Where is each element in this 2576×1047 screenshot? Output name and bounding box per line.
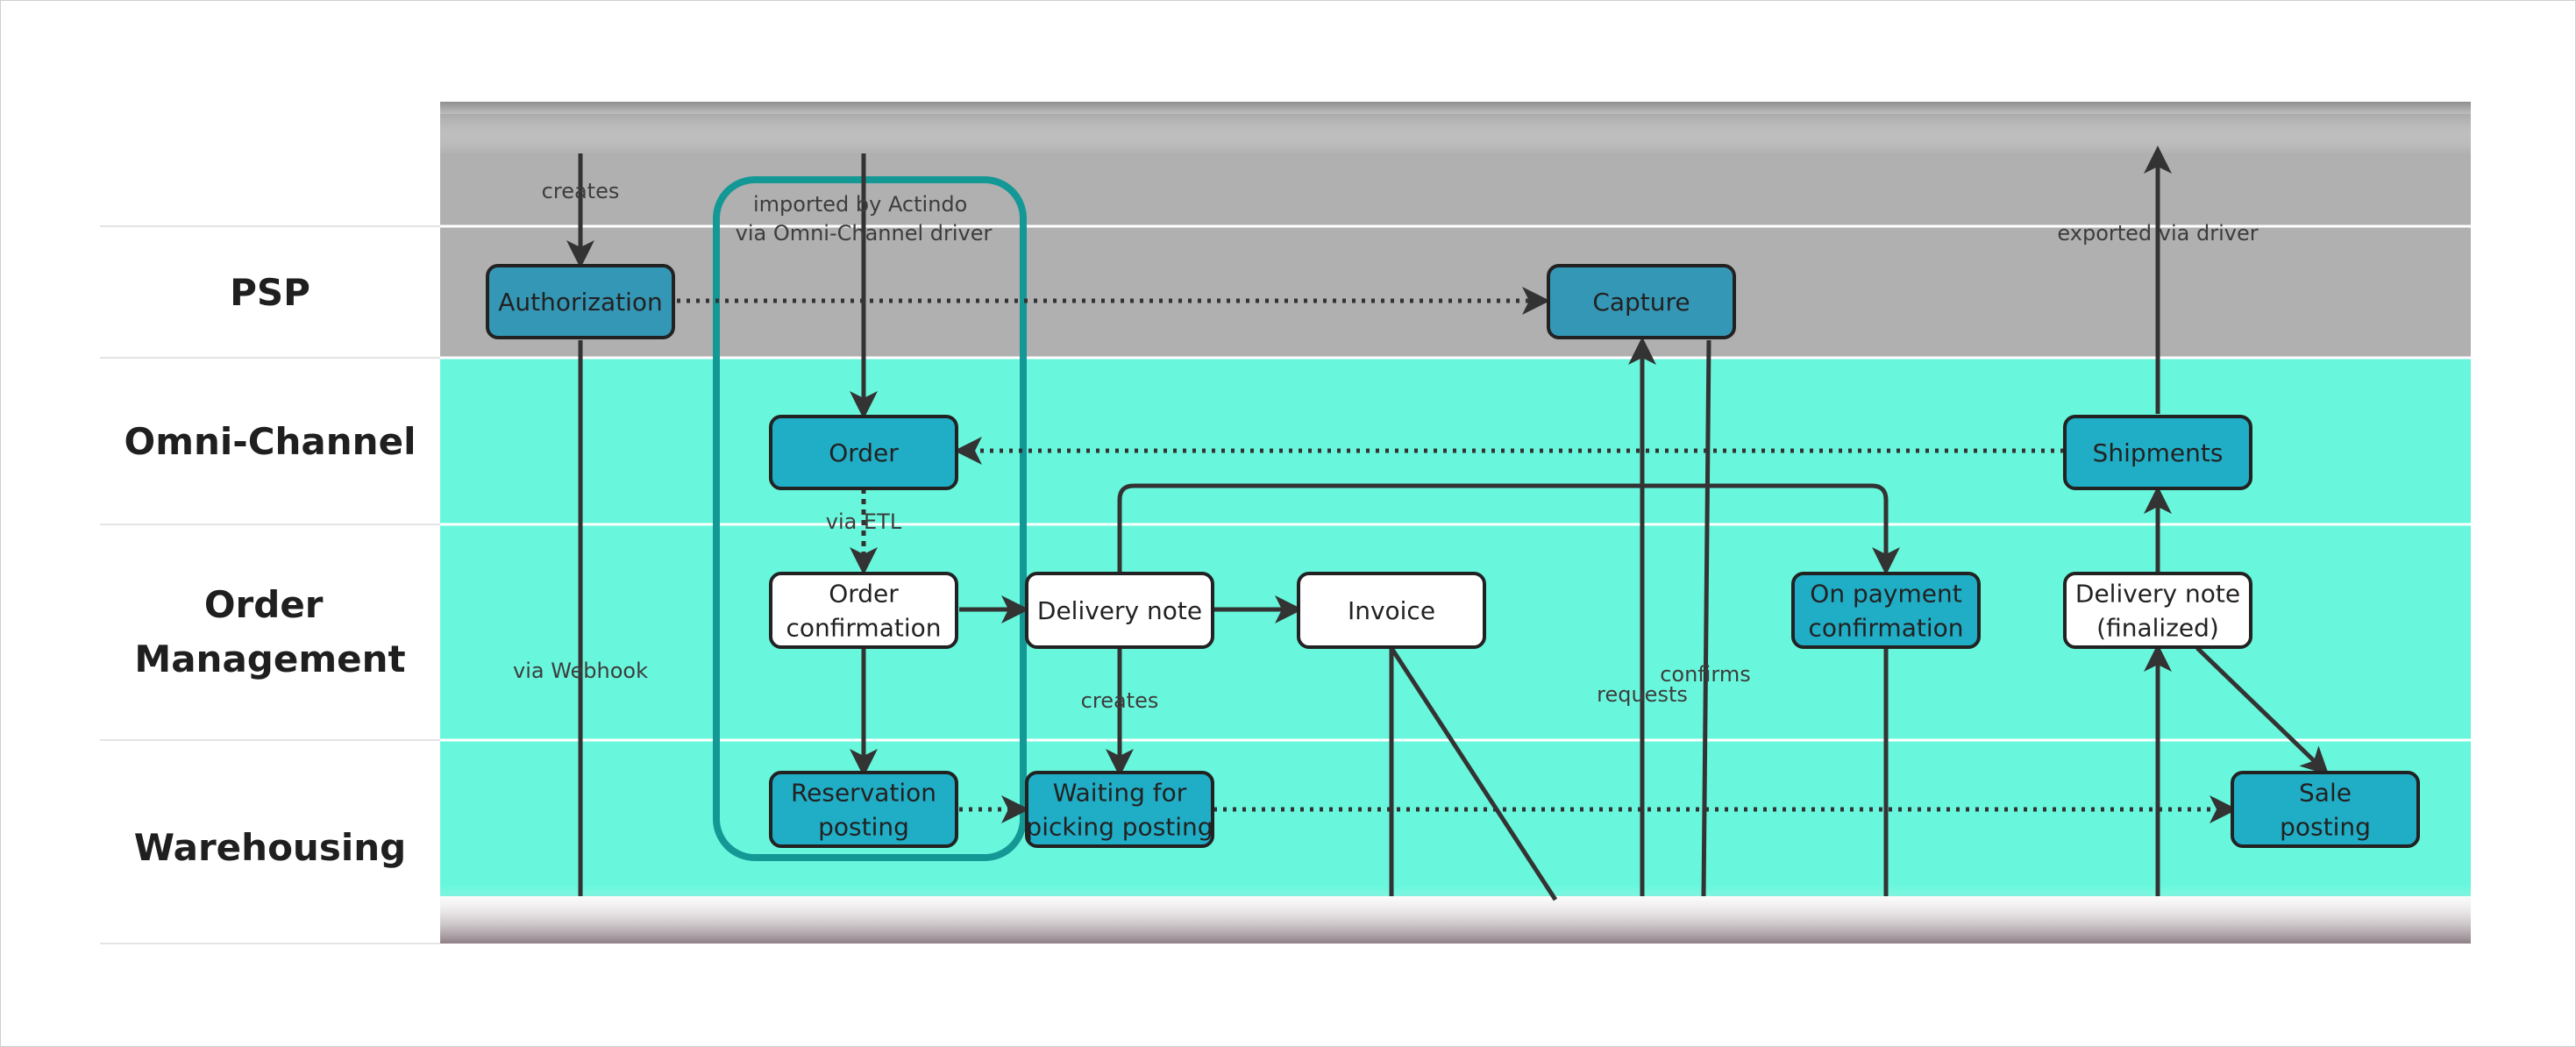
lane-label-warehousing: Warehousing (134, 826, 406, 869)
lane-label-line: Management (134, 637, 405, 680)
node-shipments[interactable]: Shipments (2063, 415, 2252, 490)
lane-warehousing-background (440, 740, 2471, 896)
node-delivery-note-finalized[interactable]: Delivery note (finalized) (2063, 572, 2252, 649)
bottom-fade (440, 886, 2471, 944)
node-invoice[interactable]: Invoice (1297, 572, 1486, 649)
node-box (1025, 572, 1214, 649)
edge-label-creates-mid: creates (1081, 688, 1159, 713)
node-label: Waiting for (1053, 779, 1187, 808)
lane-label-order-management: Order Management (134, 583, 405, 680)
node-label: confirmation (786, 614, 942, 643)
node-label: (finalized) (2096, 614, 2219, 643)
node-label: posting (818, 813, 909, 842)
node-on-payment-confirmation[interactable]: On payment confirmation (1791, 572, 1981, 649)
node-label: Order (829, 438, 899, 467)
node-box (2063, 572, 2252, 649)
node-label: Delivery note (1037, 596, 1202, 625)
omni-channel-import-highlight (713, 176, 1027, 861)
node-label: confirmation (1809, 614, 1964, 643)
node-box (769, 771, 958, 848)
edge-label-imported: imported by Actindo via Omni-Channel dri… (736, 192, 993, 246)
node-box (2231, 771, 2420, 848)
node-capture[interactable]: Capture (1547, 264, 1736, 339)
node-order[interactable]: Order (769, 415, 958, 490)
edge-label-creates-top: creates (542, 179, 620, 203)
edge-label-requests: requests (1597, 682, 1688, 707)
node-box (1297, 572, 1486, 649)
edge-label-via-etl: via ETL (826, 509, 902, 534)
top-fade (440, 102, 2471, 154)
node-label: Delivery note (2075, 580, 2240, 609)
node-layer: Authorization Capture Order Shipments Or… (486, 264, 2420, 848)
edge-label-line: imported by Actindo (753, 192, 967, 217)
lane-label-psp: PSP (230, 271, 310, 314)
node-label: Reservation (791, 779, 936, 808)
edge-labels: creates imported by Actindo via Omni-Cha… (513, 179, 2259, 713)
edge-invoice-diagonal (1389, 646, 1558, 901)
node-box (2063, 415, 2252, 490)
node-label: On payment (1810, 580, 1961, 609)
lane-label-omni-channel: Omni-Channel (125, 420, 416, 463)
edge-label-confirms: confirms (1660, 662, 1751, 687)
lane-label-line: Order (204, 583, 324, 626)
lane-dividers (100, 224, 2471, 944)
node-sale-posting[interactable]: Sale posting (2231, 771, 2420, 848)
node-box (769, 572, 958, 649)
node-order-confirmation[interactable]: Order confirmation (769, 572, 958, 649)
lane-labels: PSP Omni-Channel Order Management Wareho… (125, 271, 416, 869)
node-reservation-posting[interactable]: Reservation posting (769, 771, 958, 848)
node-label: posting (2280, 813, 2371, 842)
edge-label-line: via Omni-Channel driver (736, 221, 993, 246)
node-box (1547, 264, 1736, 339)
node-box (1025, 771, 1214, 848)
node-box (486, 264, 675, 339)
edge-finalized-sale (2195, 646, 2330, 776)
lane-label-column (100, 102, 440, 944)
node-label: Sale (2299, 779, 2352, 808)
edge-label-exported: exported via driver (2057, 221, 2258, 246)
node-label: Invoice (1348, 596, 1435, 625)
node-label: picking posting (1026, 813, 1213, 842)
node-label: Capture (1592, 288, 1690, 317)
node-label: Order (829, 580, 899, 609)
edge-delivery-note-on-payment (1117, 483, 1900, 575)
node-delivery-note[interactable]: Delivery note (1025, 572, 1214, 649)
node-label: Authorization (498, 288, 663, 317)
node-authorization[interactable]: Authorization (486, 264, 675, 339)
node-box (1791, 572, 1981, 649)
edge-label-via-webhook: via Webhook (513, 659, 648, 683)
lane-psp-background (440, 226, 2471, 358)
node-waiting-for-picking-posting[interactable]: Waiting for picking posting (1025, 771, 1214, 848)
node-box (769, 415, 958, 490)
edges (566, 146, 2330, 901)
edge-capture-confirms (1701, 339, 1711, 897)
node-label: Shipments (2093, 438, 2224, 467)
